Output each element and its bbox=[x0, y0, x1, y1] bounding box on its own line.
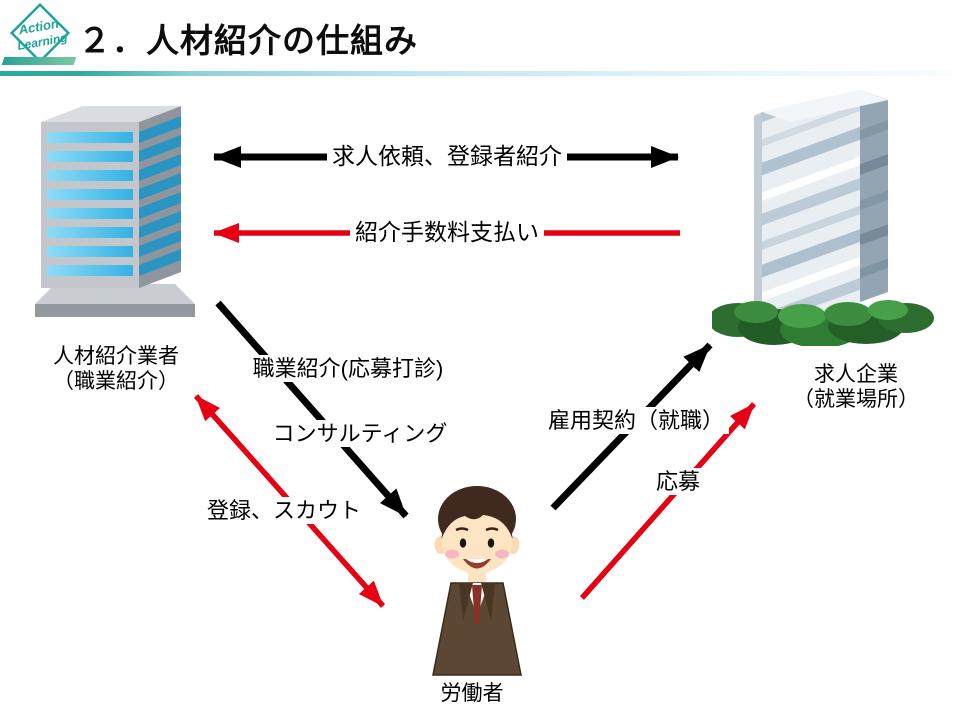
arrow-label-job-introduction: 職業紹介(応募打診) bbox=[247, 355, 449, 382]
company-label-line2: （就業場所） bbox=[793, 388, 919, 411]
action-learning-logo: Action Learning bbox=[9, 2, 71, 64]
logo-diamond-icon bbox=[9, 2, 71, 64]
arrow-label-employment-contract: 雇用契約（就職） bbox=[542, 407, 730, 434]
arrow-job-introduction-consulting bbox=[215, 300, 409, 519]
agency-label: 人材紹介業者 （職業紹介） bbox=[53, 344, 179, 394]
page-title: ２．人材紹介の仕組み bbox=[78, 22, 418, 59]
company-building-illustration bbox=[712, 90, 934, 346]
arrow-application bbox=[579, 402, 757, 600]
arrow-label-fee-payment: 紹介手数料支払い bbox=[350, 219, 544, 246]
logo-word-1: Action bbox=[16, 16, 59, 38]
arrow-label-consulting: コンサルティング bbox=[267, 420, 453, 447]
title-underline bbox=[0, 71, 952, 76]
company-label-line1: 求人企業 bbox=[814, 363, 898, 386]
agency-building-illustration bbox=[35, 106, 195, 317]
arrow-label-application: 応募 bbox=[650, 468, 706, 495]
arrow-label-job-request: 求人依頼、登録者紹介 bbox=[327, 143, 567, 170]
arrow-label-registration-scout: 登録、スカウト bbox=[201, 497, 367, 524]
company-label: 求人企業 （就業場所） bbox=[793, 362, 919, 412]
worker-illustration bbox=[432, 486, 522, 676]
agency-label-line1: 人材紹介業者 bbox=[53, 345, 179, 368]
worker-label: 労働者 bbox=[440, 682, 504, 705]
agency-label-line2: （職業紹介） bbox=[53, 370, 179, 393]
